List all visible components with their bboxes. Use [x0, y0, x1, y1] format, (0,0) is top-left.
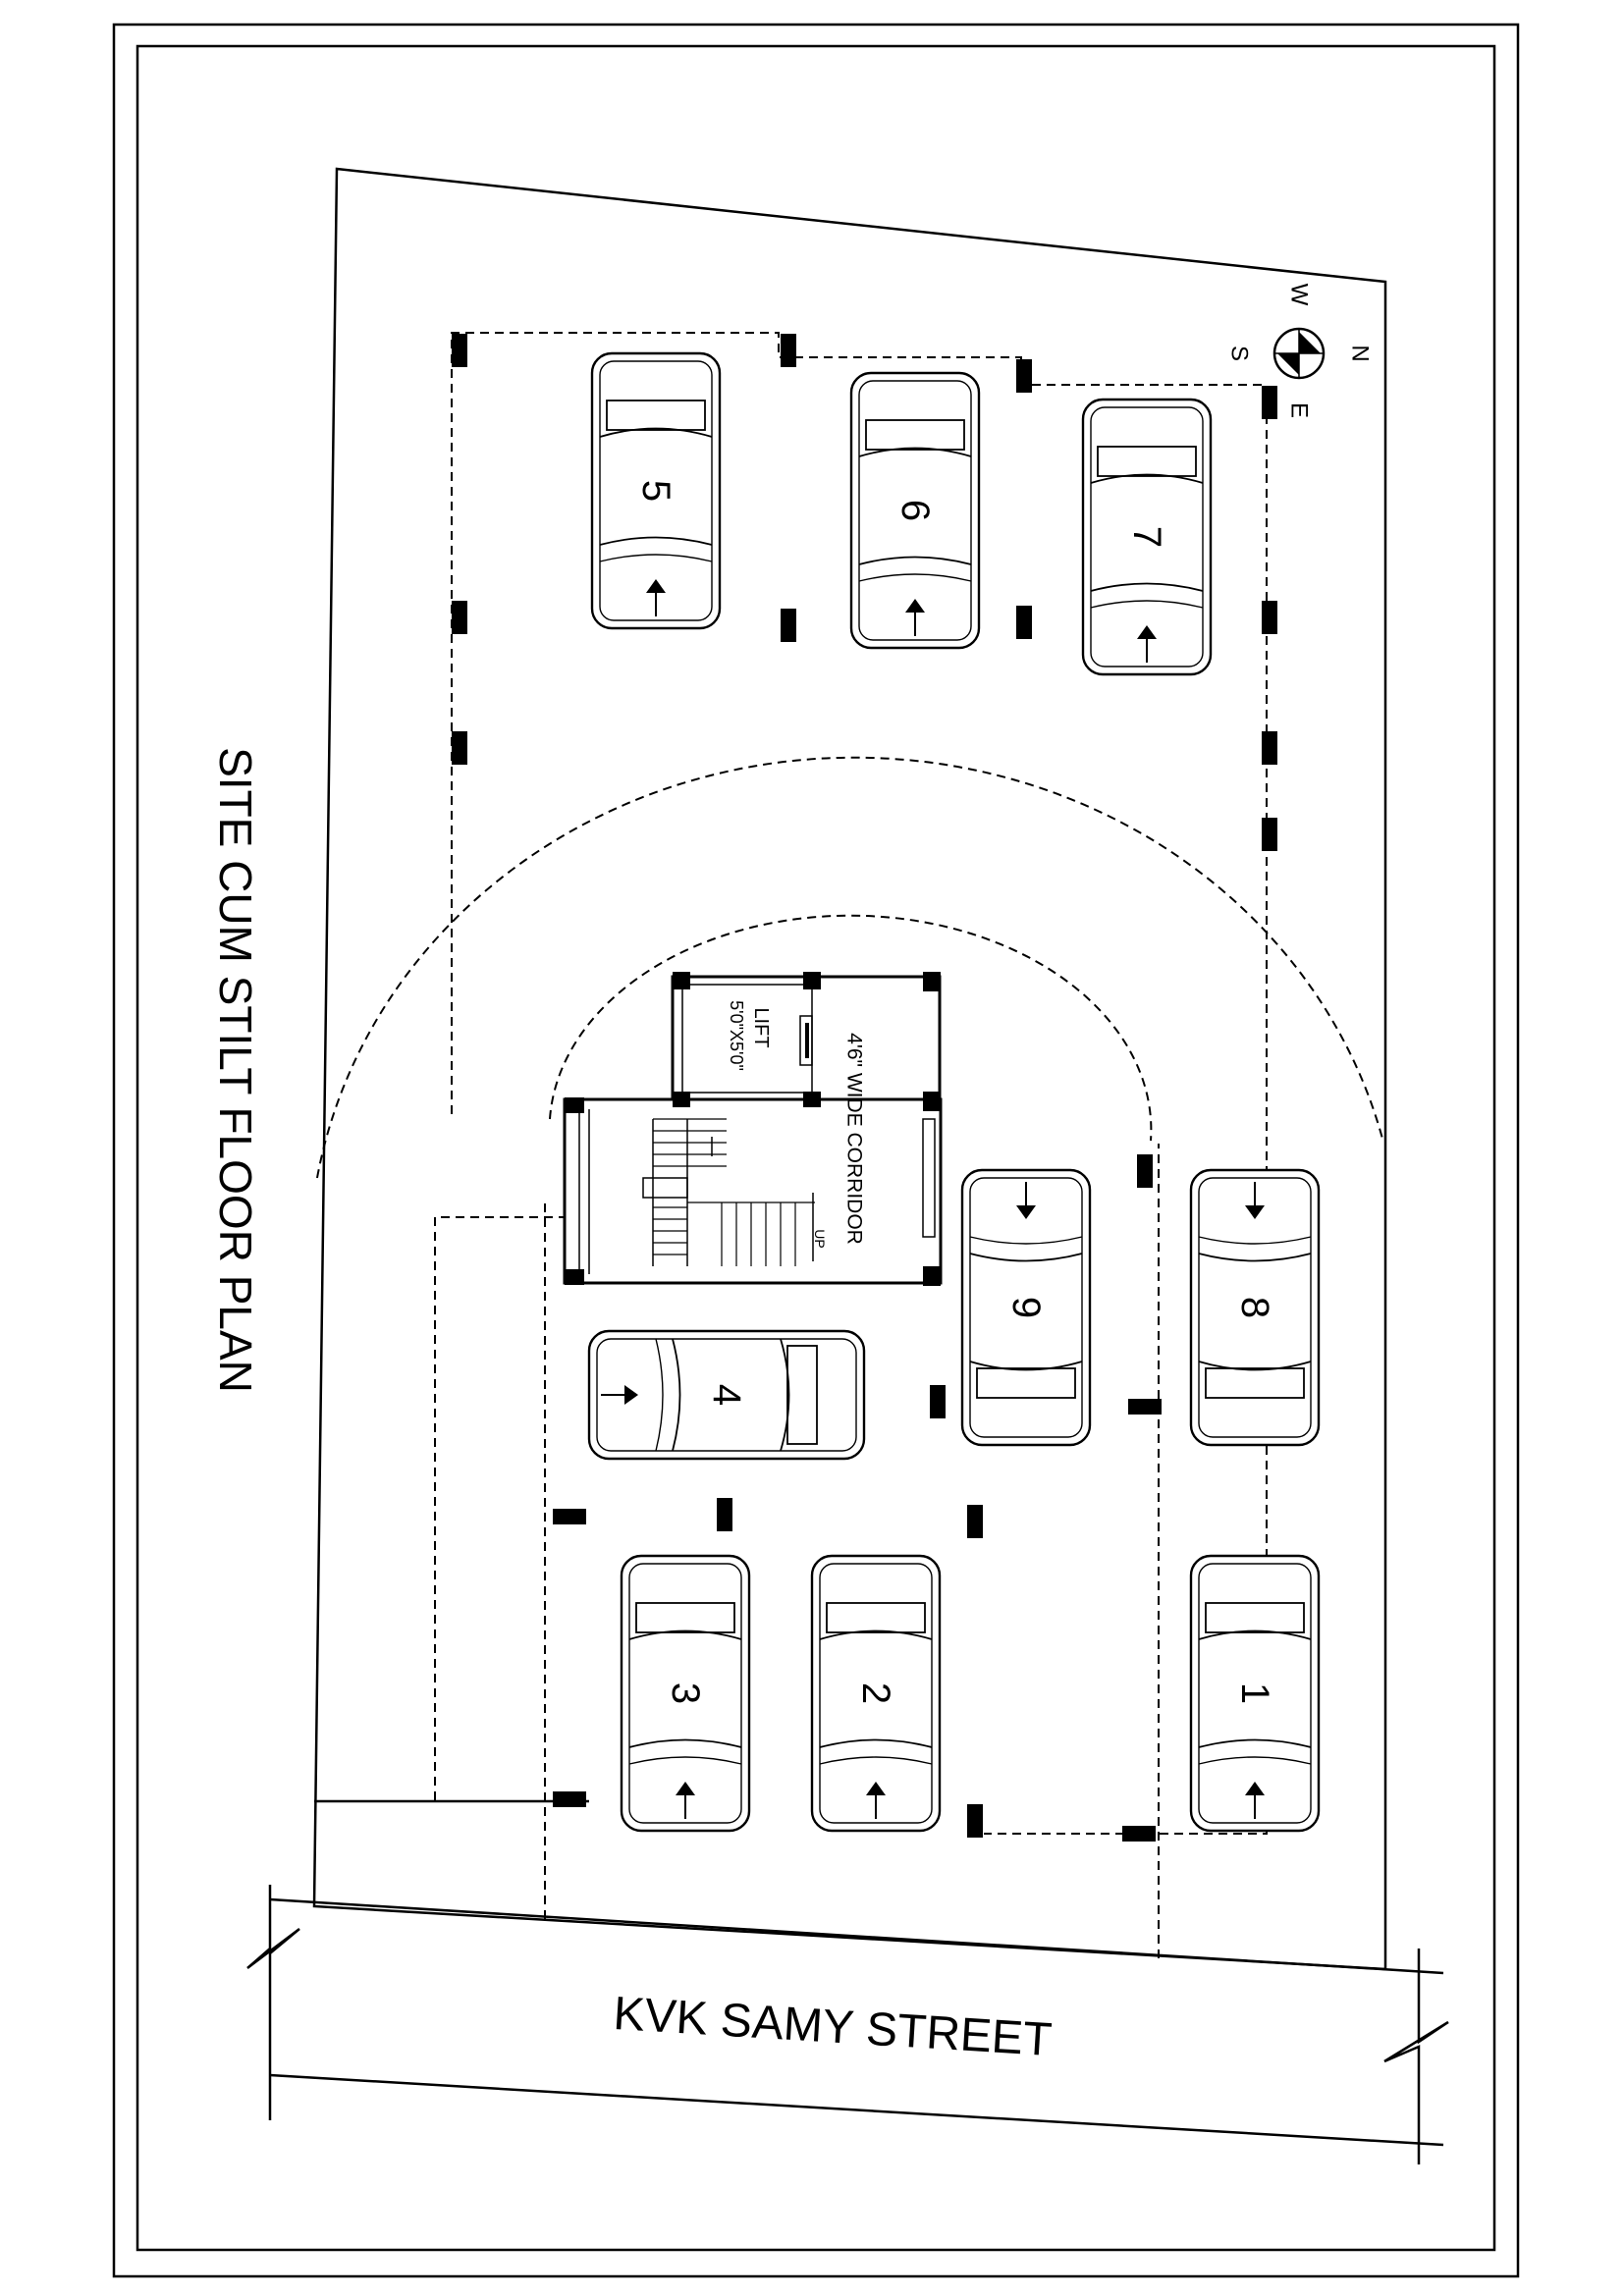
car-number: 4 [705, 1384, 748, 1406]
compass-w: W [1286, 284, 1313, 306]
car-number: 1 [1233, 1682, 1276, 1704]
compass-e: E [1286, 402, 1313, 418]
compass-s: S [1226, 346, 1253, 361]
compass-n: N [1347, 345, 1374, 361]
break-line-icon [1383, 1949, 1449, 2164]
car-4: 4 [587, 1329, 866, 1461]
block-columns [565, 972, 941, 1286]
stair-up-label: UP [812, 1229, 828, 1248]
break-line-icon [246, 1885, 300, 2120]
car-6: 6 [849, 371, 981, 650]
car-number: 2 [854, 1682, 897, 1704]
outer-border [112, 23, 1520, 2278]
car-1: 1 [1189, 1554, 1321, 1833]
car-3: 3 [620, 1554, 751, 1833]
car-2: 2 [810, 1554, 942, 1833]
inner-border [135, 44, 1496, 2252]
car-number: 6 [893, 500, 937, 521]
car-9: 9 [960, 1168, 1092, 1447]
car-5: 5 [590, 351, 722, 630]
lift-size: 5'0"X5'0" [727, 1000, 746, 1071]
car-8: 8 [1189, 1168, 1321, 1447]
car-number: 8 [1233, 1297, 1276, 1318]
car-number: 7 [1125, 526, 1168, 548]
street [246, 1885, 1449, 2164]
driveway-arcs [316, 756, 1383, 1179]
corridor-label: 4'6" WIDE CORRIDOR [843, 1033, 866, 1245]
car-7: 7 [1081, 398, 1213, 676]
car-number: 3 [664, 1682, 707, 1704]
drawing-title: SITE CUM STILT FLOOR PLAN [210, 747, 261, 1393]
car-number: 5 [634, 480, 677, 502]
compass-icon [1272, 327, 1326, 380]
car-number: 9 [1004, 1297, 1048, 1318]
street-name: KVK SAMY STREET [612, 1988, 1054, 2066]
lift-label: LIFT [750, 1007, 772, 1047]
